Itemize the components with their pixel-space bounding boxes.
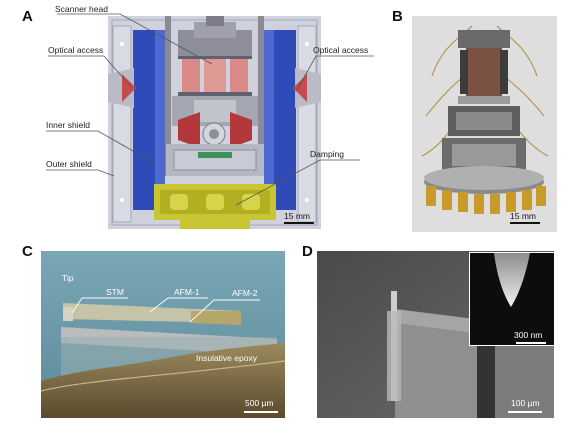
label-inner-shield: Inner shield xyxy=(46,120,90,130)
panel-c-micrograph xyxy=(41,251,285,418)
panel-b-scale-label: 15 mm xyxy=(510,211,536,221)
label-afm-1: AFM-1 xyxy=(174,287,200,297)
panel-c-scale-label: 500 µm xyxy=(245,398,274,408)
panel-b-scale-bar xyxy=(510,222,540,224)
label-optical-access-left: Optical access xyxy=(48,45,104,55)
label-insulative-epoxy: Insulative epoxy xyxy=(196,353,257,363)
panel-d-scale-bar xyxy=(508,411,542,413)
panel-a-letter: A xyxy=(22,8,33,25)
panel-d-inset-scale-bar xyxy=(516,342,546,344)
label-tip: Tip xyxy=(62,273,74,283)
panel-b-letter: B xyxy=(392,8,403,25)
label-outer-shield: Outer shield xyxy=(46,159,92,169)
panel-a-cad-render xyxy=(108,16,321,229)
panel-c-letter: C xyxy=(22,243,33,260)
panel-d-inset xyxy=(469,252,555,346)
panel-c-scale-bar xyxy=(244,411,278,413)
label-optical-access-right: Optical access xyxy=(313,45,369,55)
label-stm: STM xyxy=(106,287,124,297)
label-damping: Damping xyxy=(310,149,345,159)
label-scanner-head: Scanner head xyxy=(55,4,108,14)
panel-d-scale-label: 100 µm xyxy=(511,398,540,408)
panel-b-photo xyxy=(412,16,557,232)
panel-d-letter: D xyxy=(302,243,313,260)
panel-d-inset-scale-label: 300 nm xyxy=(514,330,543,340)
panel-a-scale-label: 15 mm xyxy=(284,211,310,221)
label-afm-2: AFM-2 xyxy=(232,288,258,298)
panel-a-scale-bar xyxy=(284,222,314,224)
